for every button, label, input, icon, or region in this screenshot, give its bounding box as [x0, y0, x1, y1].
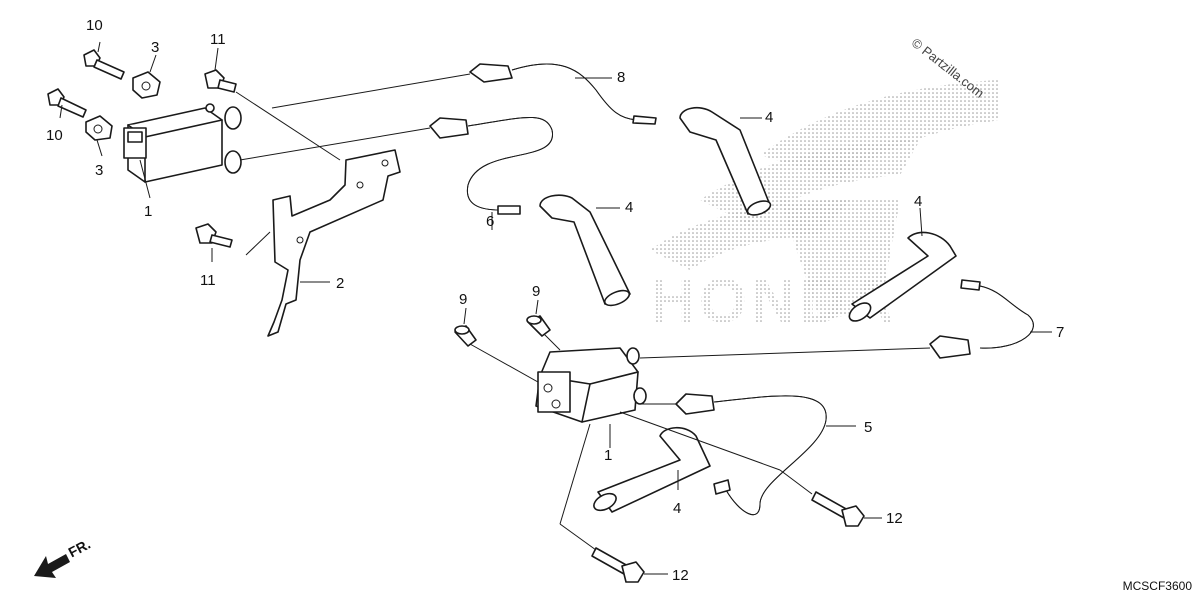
rubber-cap-right[interactable] [526, 299, 551, 337]
ignition-coil-upper[interactable] [123, 103, 242, 183]
callout-8: 8 [617, 69, 625, 86]
plug-cap-right[interactable] [846, 207, 957, 325]
bolt-11-upper[interactable] [204, 69, 237, 93]
bolt-12-right[interactable] [811, 491, 882, 527]
plug-cap-upper-right[interactable] [679, 106, 772, 218]
callout-12-lower: 12 [672, 567, 689, 584]
callout-2: 2 [336, 275, 344, 292]
callout-4-middle: 4 [625, 199, 633, 216]
callout-labels: 10 3 11 10 3 1 11 2 8 6 4 4 4 9 9 7 1 5 … [46, 17, 1064, 584]
callout-4-right: 4 [914, 193, 922, 210]
high-tension-cord-8[interactable] [469, 63, 657, 125]
callout-12-right: 12 [886, 510, 903, 527]
bolt-12-lower[interactable] [591, 547, 668, 583]
callout-11-upper: 11 [210, 31, 226, 48]
callout-6: 6 [486, 213, 494, 230]
callout-11-lower: 11 [200, 272, 216, 289]
rubber-cap-left[interactable] [454, 307, 477, 347]
callout-10-upper: 10 [86, 17, 103, 34]
wire-clamp-lower[interactable] [85, 115, 113, 141]
plug-cap-lower[interactable] [591, 426, 711, 514]
callout-5: 5 [864, 419, 872, 436]
callout-4-upper: 4 [765, 109, 773, 126]
leader-lines-upper-left [59, 41, 471, 283]
coil-bracket[interactable] [267, 149, 401, 337]
honda-logo-text: HONDA [650, 267, 897, 336]
callout-4-lower: 4 [673, 500, 681, 517]
callout-9-left: 9 [459, 291, 467, 308]
front-arrow-icon [34, 554, 70, 578]
callout-3-lower: 3 [95, 162, 103, 179]
wire-clamp-upper[interactable] [132, 71, 161, 99]
ignition-coil-lower[interactable] [535, 347, 647, 423]
high-tension-cord-7[interactable] [929, 279, 1052, 359]
bolt-10-upper[interactable] [83, 49, 125, 80]
plug-cap-middle[interactable] [539, 194, 631, 308]
high-tension-cord-6[interactable] [429, 116, 553, 230]
leader-lines-lower [469, 333, 931, 551]
bolt-10-lower[interactable] [47, 88, 87, 118]
callout-1-upper: 1 [144, 203, 152, 220]
callout-7: 7 [1056, 324, 1064, 341]
callout-3-upper: 3 [151, 39, 159, 56]
high-tension-cord-5[interactable] [675, 393, 856, 516]
callout-9-right: 9 [532, 283, 540, 300]
honda-wing-logo: HONDA [650, 80, 1000, 336]
callout-10-lower: 10 [46, 127, 63, 144]
diagram-code: MCSCF3600 [1122, 579, 1192, 593]
callout-1-lower: 1 [604, 447, 612, 464]
bolt-11-lower[interactable] [195, 223, 233, 248]
